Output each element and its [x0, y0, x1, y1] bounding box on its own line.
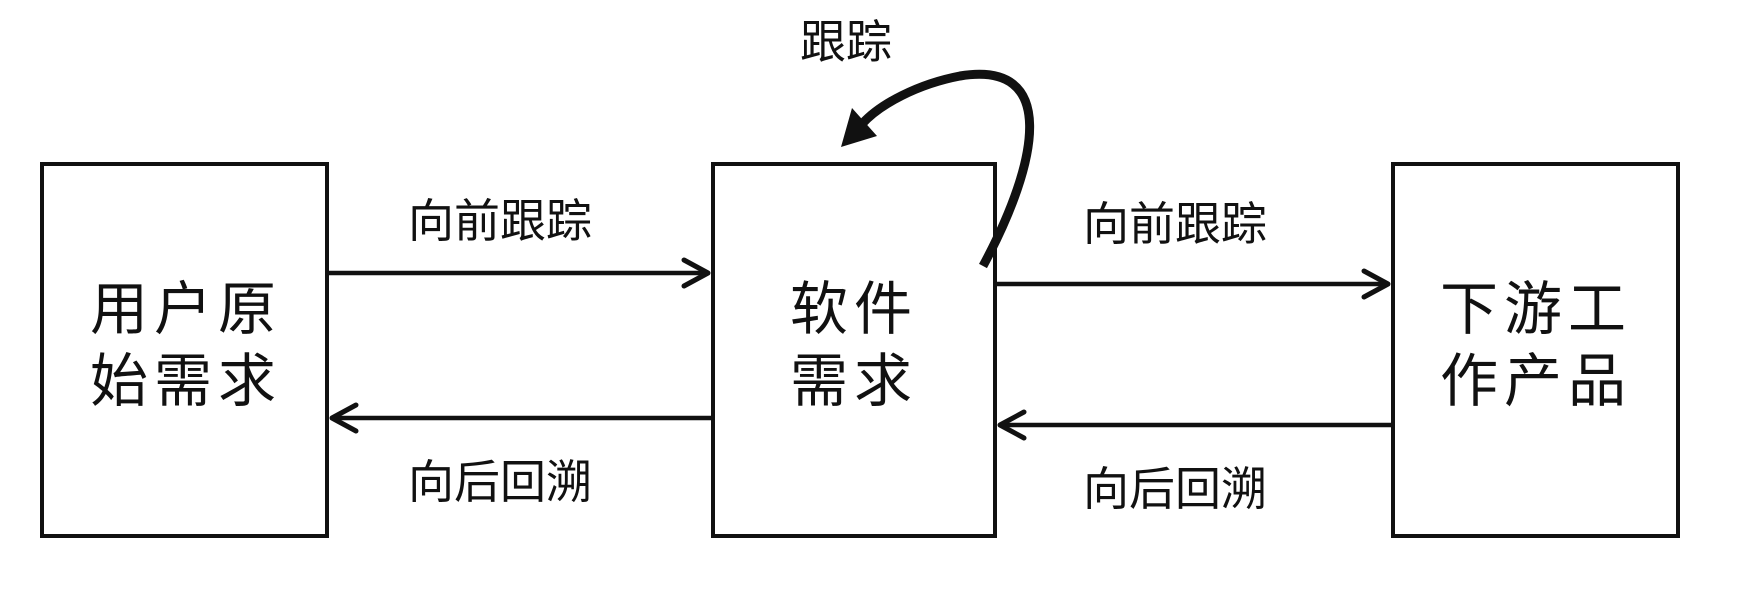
user-requirements-box: [40, 162, 329, 538]
forward-arrow-left: [327, 257, 711, 289]
self-trace-arrow-stroke: [858, 69, 1035, 269]
software-requirements-label-line2: 需求: [790, 347, 918, 415]
backward-arrow-right: [997, 409, 1393, 441]
software-requirements-label-line1: 软件: [790, 275, 918, 343]
backward-arrow-left: [329, 402, 713, 434]
forward-arrow-right: [995, 268, 1391, 300]
user-requirements-label-line2: 始需求: [90, 347, 282, 415]
downstream-products-box: [1391, 162, 1680, 538]
software-requirements-box: [711, 162, 997, 538]
self-trace-arrowhead: [841, 108, 877, 147]
downstream-products-label-line2: 作产品: [1440, 347, 1632, 415]
self-trace-label: 跟踪: [800, 15, 892, 69]
backward-trace-label-right: 向后回溯: [1083, 462, 1267, 516]
user-requirements-node: 用户原 始需求: [40, 162, 329, 538]
downstream-products-label-line1: 下游工: [1440, 275, 1632, 343]
forward-trace-label-right: 向前跟踪: [1083, 197, 1267, 251]
backward-trace-label-left: 向后回溯: [408, 455, 592, 509]
forward-trace-label-left: 向前跟踪: [408, 194, 592, 248]
self-trace-arrow: [841, 69, 1035, 269]
software-requirements-node: 软件 需求: [711, 162, 997, 538]
user-requirements-label-line1: 用户原: [90, 275, 282, 343]
downstream-products-node: 下游工 作产品: [1391, 162, 1680, 538]
